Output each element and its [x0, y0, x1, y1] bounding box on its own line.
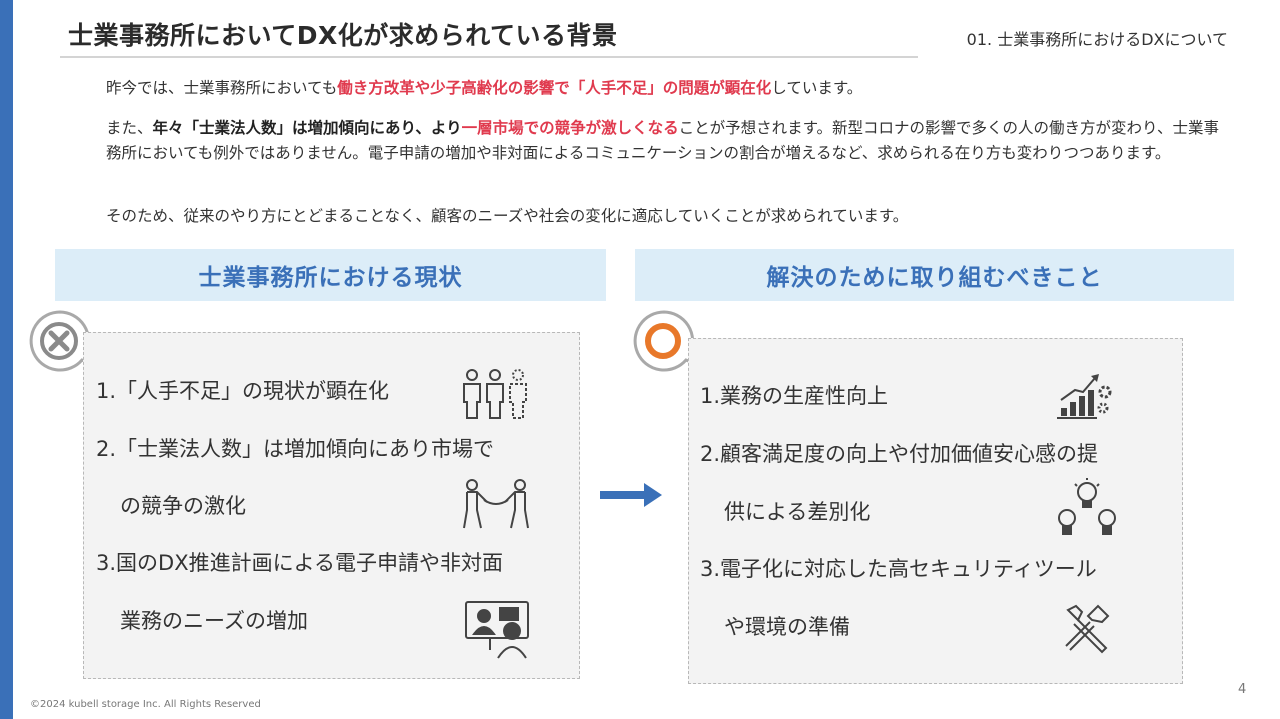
current-status-panel	[83, 332, 580, 679]
page-title: 士業事務所においてDX化が求められている背景	[68, 21, 618, 50]
intro-paragraph-1: 昨今では、士業事務所においても働き方改革や少子高齢化の影響で「人手不足」の問題が…	[106, 76, 1226, 101]
video-meeting-icon	[465, 601, 529, 659]
current-item-1: 1.「人手不足」の現状が顕在化	[96, 379, 390, 403]
current-item-3: 3.国のDX推進計画による電子申請や非対面	[96, 551, 503, 575]
cross-mark-icon	[29, 310, 96, 372]
right-arrow-icon	[600, 483, 662, 507]
solution-item-3: 3.電子化に対応した高セキュリティツール	[700, 557, 1097, 581]
intro-bold: 年々「士業法人数」は増加傾向にあり、より	[152, 119, 462, 137]
solution-header: 解決のために取り組むべきこと	[635, 249, 1234, 301]
circle-mark-icon	[633, 310, 700, 372]
tug-of-war-icon	[463, 479, 529, 529]
accent-sidebar	[0, 0, 13, 719]
solution-item-2-cont: 供による差別化	[724, 500, 871, 524]
current-item-3-cont: 業務のニーズの増加	[120, 609, 308, 633]
intro-highlight: 一層市場での競争が激しくなる	[461, 119, 679, 137]
solution-item-2: 2.顧客満足度の向上や付加価値安心感の提	[700, 442, 1099, 466]
current-item-2: 2.「士業法人数」は増加傾向にあり市場で	[96, 437, 495, 461]
solution-item-3-cont: や環境の準備	[724, 615, 850, 639]
current-status-header: 士業事務所における現状	[55, 249, 606, 301]
page-number: 4	[1238, 682, 1247, 697]
tools-icon	[1065, 604, 1110, 654]
intro-text: また、	[106, 119, 153, 137]
section-label: 01. 士業事務所におけるDXについて	[966, 30, 1228, 49]
intro-text: しています。	[771, 79, 863, 97]
people-icon	[463, 369, 527, 419]
lightbulbs-icon	[1058, 478, 1116, 535]
intro-highlight: 働き方改革や少子高齢化の影響で「人手不足」の問題が顕在化	[337, 79, 772, 97]
title-divider	[60, 56, 918, 58]
intro-paragraph-3: そのため、従来のやり方にとどまることなく、顧客のニーズや社会の変化に適応していく…	[106, 207, 909, 225]
copyright-footer: ©2024 kubell storage Inc. All Rights Res…	[30, 699, 261, 710]
solution-item-1: 1.業務の生産性向上	[700, 384, 889, 408]
intro-text: 昨今では、士業事務所においても	[106, 79, 338, 97]
growth-chart-icon	[1057, 374, 1112, 419]
intro-text: ことが予想されます。新型コロナの影響で多くの人の働き方が変わり、士業事務所におい…	[106, 119, 1219, 162]
intro-paragraph-2: また、年々「士業法人数」は増加傾向にあり、より一層市場での競争が激しくなることが…	[106, 116, 1226, 166]
current-item-2-cont: の競争の激化	[120, 494, 246, 518]
